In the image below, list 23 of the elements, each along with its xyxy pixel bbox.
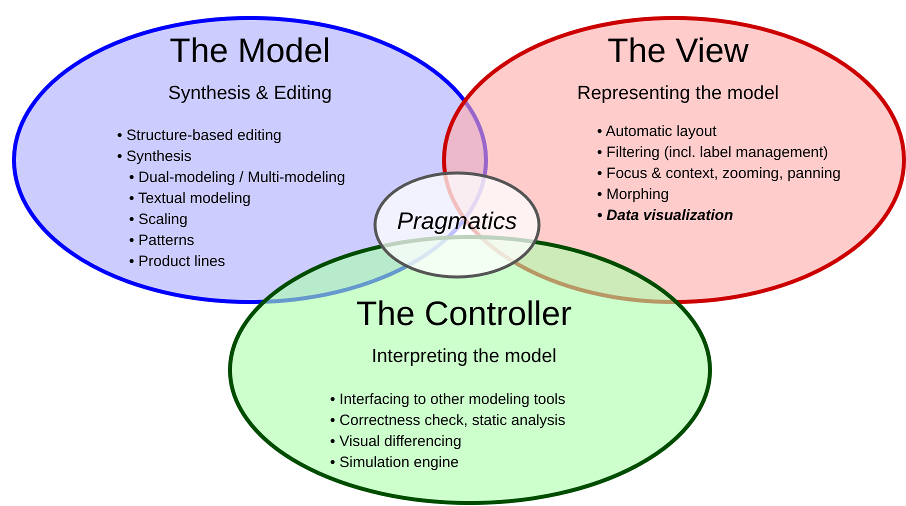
- subtitle: Representing the model: [577, 83, 779, 105]
- subtitle: Interpreting the model: [372, 346, 556, 368]
- list-item: • Structure-based editing: [117, 127, 282, 144]
- list-item: • Interfacing to other modeling tools: [330, 391, 566, 408]
- list-item: • Morphing: [597, 186, 669, 203]
- list-item: • Focus & context, zooming, panning: [597, 165, 841, 182]
- circle-title: The View: [607, 32, 749, 71]
- list-item: • Automatic layout: [597, 123, 716, 140]
- list-item: • Simulation engine: [330, 454, 459, 471]
- list-item: • Visual differencing: [330, 433, 462, 450]
- circle-title: The Controller: [356, 295, 572, 334]
- list-item: • Correctness check, static analysis: [330, 412, 566, 429]
- list-item: • Patterns: [129, 232, 194, 249]
- circle-title: Pragmatics: [396, 208, 518, 236]
- list-item: • Filtering (incl. label management): [597, 144, 828, 161]
- subtitle: Synthesis & Editing: [168, 83, 332, 105]
- list-item: • Synthesis: [117, 148, 192, 165]
- list-item: • Product lines: [129, 253, 226, 270]
- list-item: • Dual-modeling / Multi-modeling: [129, 169, 346, 186]
- list-item: • Textual modeling: [129, 190, 251, 207]
- list-item: • Data visualization: [597, 207, 734, 224]
- circle-title: The Model: [170, 32, 330, 71]
- list-item: • Scaling: [129, 211, 188, 228]
